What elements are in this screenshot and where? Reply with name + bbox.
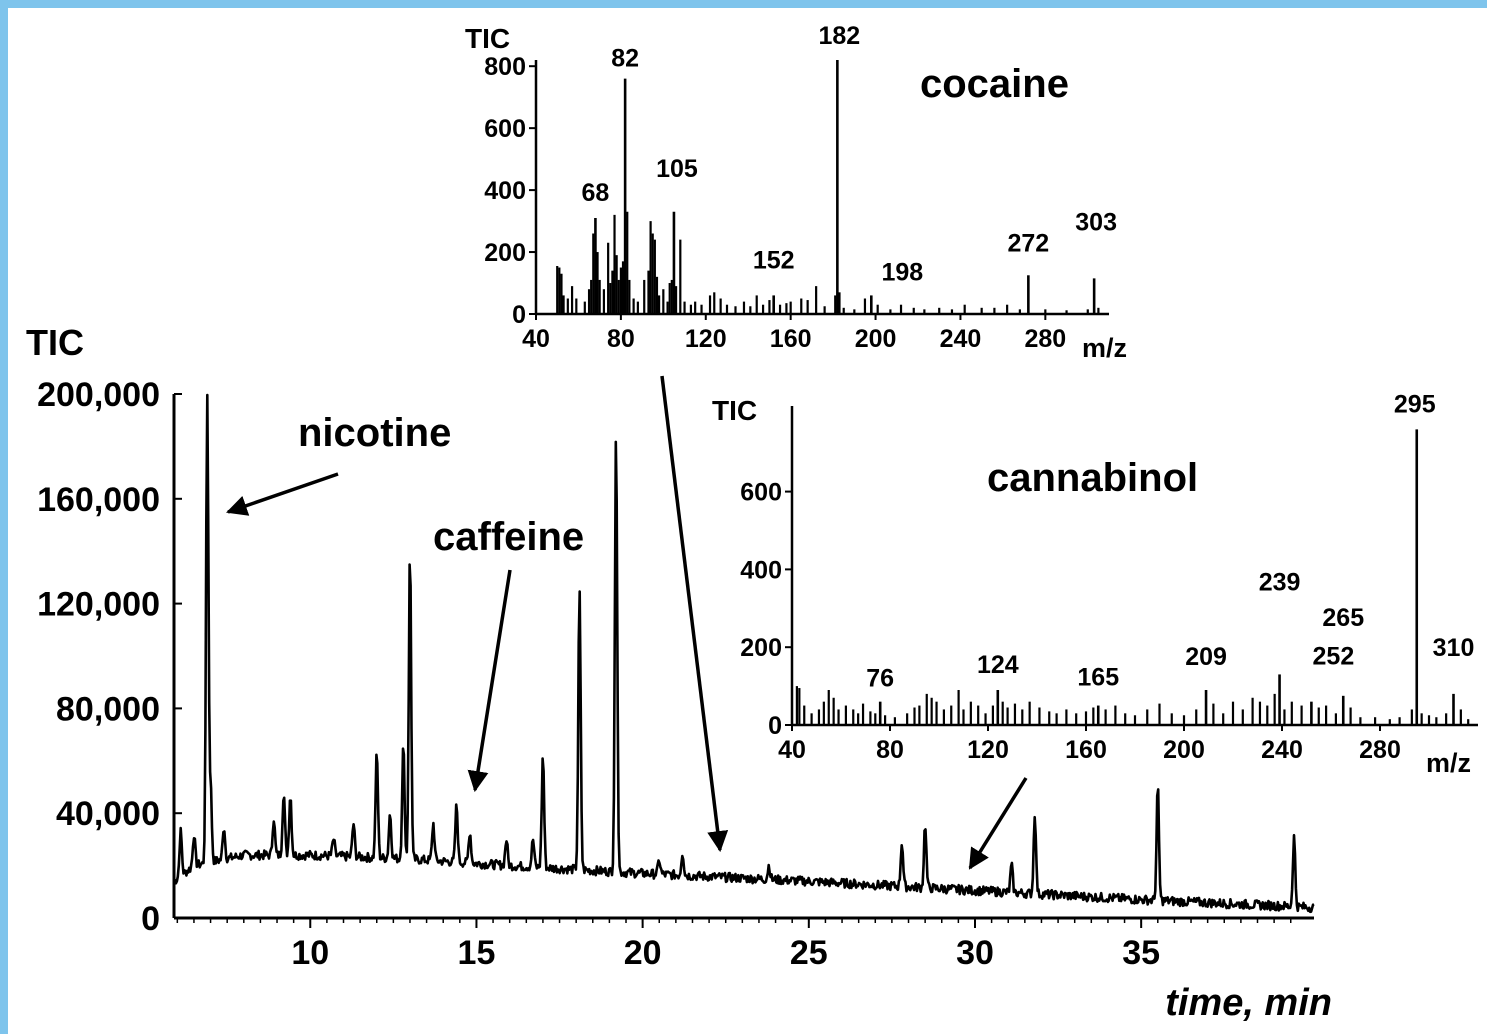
spectrum-y-tick-label: 400 xyxy=(484,177,526,205)
spectrum-peak-label: 68 xyxy=(582,179,610,207)
spectrum-peak-label: 272 xyxy=(1007,229,1049,257)
main-x-tick-label: 15 xyxy=(458,934,496,972)
nicotine-label: nicotine xyxy=(298,411,451,455)
cannabinol-spectrum: TIC m/z cannabinol 0 200 400 600 40 80 120 160 2… xyxy=(712,390,1478,778)
spectrum-x-tick-label: 40 xyxy=(522,325,550,353)
main-x-tick-label: 25 xyxy=(790,934,828,972)
caffeine-arrow xyxy=(467,569,512,793)
cannabinol-bars xyxy=(795,429,1470,725)
spectrum-x-tick-label: 200 xyxy=(855,325,897,353)
spectrum-x-tick-label: 80 xyxy=(607,325,635,353)
main-x-tick-label: 35 xyxy=(1122,934,1160,972)
cocaine-peak-labels: 68 82 105 152 182 198 272 303 xyxy=(582,22,1117,286)
spectrum-x-tick-label: 280 xyxy=(1024,325,1066,353)
spectrum-peak-label: 152 xyxy=(753,246,795,274)
spectrum-peak-label: 124 xyxy=(977,651,1019,679)
main-x-axis-title: time, min xyxy=(1165,982,1332,1024)
cocaine-arrow xyxy=(660,375,729,853)
main-y-axis-title: TIC xyxy=(26,322,84,363)
cocaine-bars xyxy=(556,60,1100,314)
cocaine-x-axis-title: m/z xyxy=(1082,333,1127,363)
spectrum-x-tick-label: 240 xyxy=(940,325,982,353)
spectrum-y-tick-label: 600 xyxy=(484,115,526,143)
chromatogram: TIC time, min 0 40,000 80,000 120,000 160,00… xyxy=(26,322,1332,1024)
spectrum-peak-label: 209 xyxy=(1185,643,1227,671)
cannabinol-arrow xyxy=(968,777,1028,870)
main-x-tick-label: 10 xyxy=(291,934,329,972)
spectrum-x-tick-label: 240 xyxy=(1261,736,1303,764)
main-y-tick-label: 0 xyxy=(141,900,160,938)
spectrum-x-tick-label: 160 xyxy=(770,325,812,353)
spectrum-peak-label: 182 xyxy=(818,22,860,50)
cannabinol-peak-labels: 76 124 165 209 239 252 265 295 310 xyxy=(866,390,1474,692)
spectrum-y-tick-label: 0 xyxy=(512,301,526,329)
main-x-tick-label: 30 xyxy=(956,934,994,972)
cannabinol-title: cannabinol xyxy=(987,456,1198,500)
spectrum-peak-label: 82 xyxy=(611,45,639,73)
main-y-ticks: 0 40,000 80,000 120,000 160,000 200,000 xyxy=(37,376,182,938)
spectrum-peak-label: 252 xyxy=(1313,643,1355,671)
spectrum-x-tick-label: 280 xyxy=(1359,736,1401,764)
main-x-tick-label: 20 xyxy=(624,934,662,972)
tic-trace xyxy=(172,393,1315,914)
main-y-tick-label: 200,000 xyxy=(37,376,160,414)
nicotine-arrow xyxy=(226,472,339,516)
spectrum-x-tick-label: 40 xyxy=(778,736,806,764)
spectrum-peak-label: 310 xyxy=(1433,634,1475,662)
spectrum-x-tick-label: 120 xyxy=(685,325,727,353)
spectrum-x-tick-label: 120 xyxy=(967,736,1009,764)
caffeine-label: caffeine xyxy=(433,515,584,559)
spectrum-y-tick-label: 400 xyxy=(740,556,782,584)
spectrum-peak-label: 76 xyxy=(866,665,894,693)
spectrum-peak-label: 165 xyxy=(1077,664,1119,692)
cocaine-title: cocaine xyxy=(920,62,1069,106)
spectrum-y-tick-label: 200 xyxy=(740,634,782,662)
cocaine-spectrum: TIC m/z cocaine 0 200 400 600 800 40 80 120 160 2… xyxy=(465,22,1127,363)
figure-background xyxy=(8,8,1487,1034)
spectrum-peak-label: 105 xyxy=(656,155,698,183)
spectrum-x-tick-label: 80 xyxy=(876,736,904,764)
spectrum-y-tick-label: 200 xyxy=(484,239,526,267)
cannabinol-y-axis-title: TIC xyxy=(712,395,757,426)
spectrum-y-tick-label: 600 xyxy=(740,479,782,507)
spectrum-peak-label: 303 xyxy=(1075,208,1117,236)
spectrum-y-tick-label: 0 xyxy=(768,712,782,740)
main-y-tick-label: 120,000 xyxy=(37,586,160,624)
cannabinol-ticks: 0 200 400 600 40 80 120 160 200 240 280 xyxy=(740,479,1401,764)
main-x-ticks: 10 15 20 25 30 35 xyxy=(176,918,1292,972)
main-y-tick-label: 40,000 xyxy=(56,795,160,833)
cannabinol-x-axis-title: m/z xyxy=(1426,748,1471,778)
spectrum-x-tick-label: 200 xyxy=(1163,736,1205,764)
spectrum-peak-label: 265 xyxy=(1322,604,1364,632)
spectrum-peak-label: 239 xyxy=(1259,568,1301,596)
spectrum-x-tick-label: 160 xyxy=(1065,736,1107,764)
main-y-tick-label: 80,000 xyxy=(56,690,160,728)
main-y-tick-label: 160,000 xyxy=(37,481,160,519)
spectrum-peak-label: 295 xyxy=(1394,390,1436,418)
spectrum-y-tick-label: 800 xyxy=(484,53,526,81)
spectrum-peak-label: 198 xyxy=(881,258,923,286)
cocaine-ticks: 0 200 400 600 800 40 80 120 160 200 240 280 xyxy=(484,53,1066,353)
cocaine-y-axis-title: TIC xyxy=(465,23,510,54)
